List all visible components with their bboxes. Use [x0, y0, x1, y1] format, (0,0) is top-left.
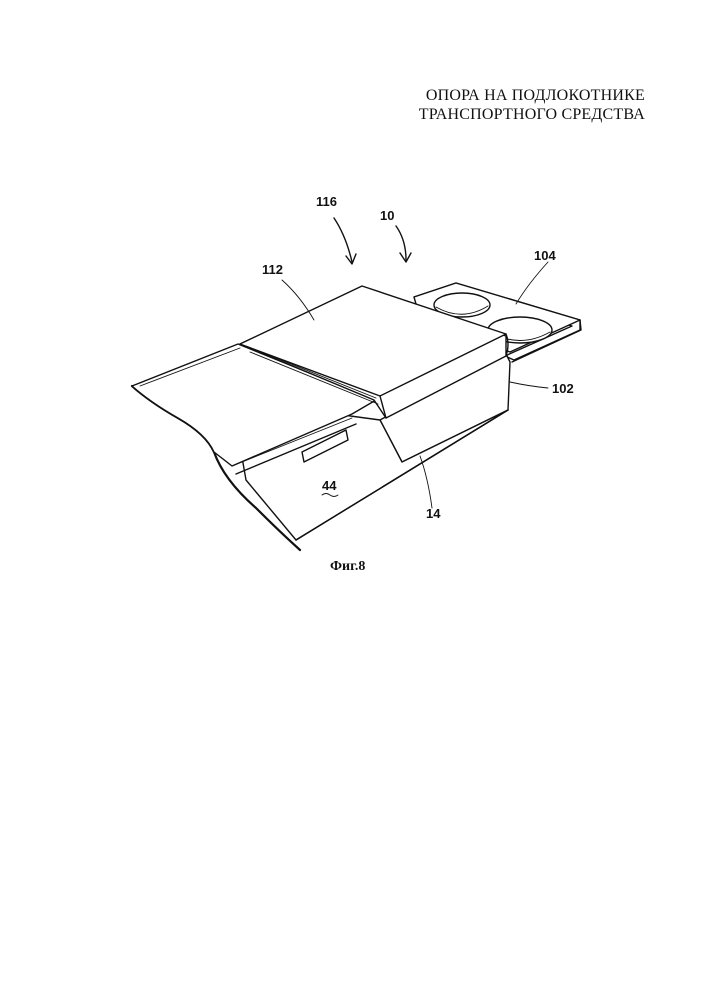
figure-caption: Фиг.8 [330, 559, 365, 574]
ref-14: 14 [426, 506, 441, 521]
ref-102: 102 [552, 381, 574, 396]
ref-10: 10 [380, 208, 394, 223]
ref-104: 104 [534, 248, 556, 263]
ref-116: 116 [316, 194, 337, 209]
ref-112: 112 [262, 262, 283, 277]
ref-44: 44 [322, 478, 337, 493]
